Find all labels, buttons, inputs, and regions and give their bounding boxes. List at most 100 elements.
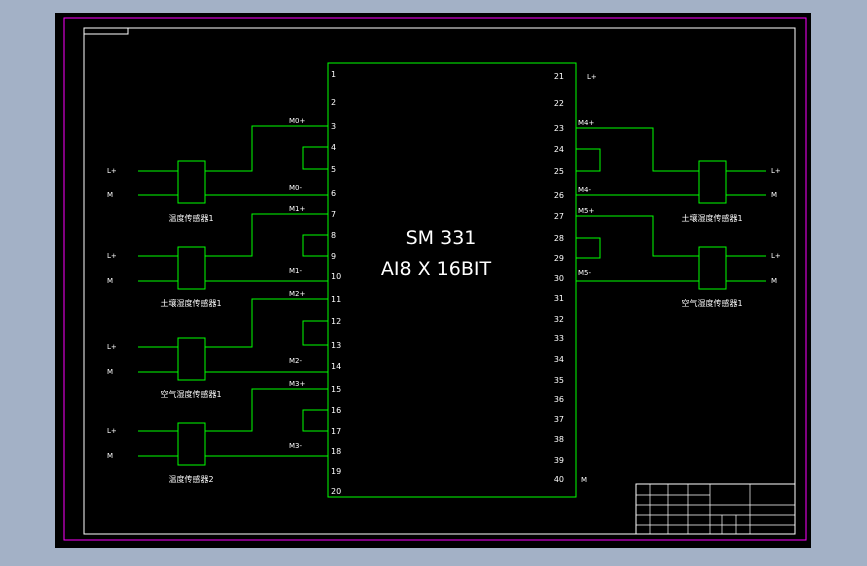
- right-pin-number: 32: [554, 315, 564, 324]
- sensor-box: [177, 160, 206, 204]
- sensor-power-minus-label: M: [107, 368, 113, 376]
- sensor-power-minus-label: M: [107, 191, 113, 199]
- right-pin-number: 31: [554, 294, 564, 303]
- right-pin-number: 24: [554, 145, 564, 154]
- left-pin-number: 16: [331, 406, 341, 415]
- left-pin-number: 6: [331, 189, 336, 198]
- drawing-frame: [83, 27, 796, 535]
- sensor-power-plus-label: L+: [771, 252, 781, 260]
- right-pin-number: 35: [554, 376, 564, 385]
- right-pin-number: 25: [554, 167, 564, 176]
- module-title-line1: SM 331: [406, 227, 477, 249]
- sensor-signal-wire: [205, 388, 328, 432]
- sensor-layer: L+M温度传感器1L+M土壤湿度传感器1L+M空气湿度传感器1L+M温度传感器2…: [107, 160, 781, 484]
- jumper-wire: [576, 237, 601, 259]
- left-pin-number: 17: [331, 427, 341, 436]
- title-block: [635, 483, 796, 535]
- right-pin-number: 36: [554, 395, 564, 404]
- sensor-box: [177, 422, 206, 466]
- left-pin-number: 9: [331, 252, 336, 261]
- jumper-wire: [302, 320, 328, 346]
- right-pin-number: 33: [554, 334, 564, 343]
- sensor-signal-wire: [576, 215, 699, 257]
- right-pin-signal-label: M4-: [578, 186, 591, 194]
- right-pin-signal-label: M5-: [578, 269, 591, 277]
- right-pin-number: 37: [554, 415, 564, 424]
- left-pin-number: 14: [331, 362, 341, 371]
- right-pin-number: 26: [554, 191, 564, 200]
- sensor-signal-wire: [205, 125, 328, 172]
- sensor-box: [177, 246, 206, 290]
- jumper-wire: [302, 146, 328, 170]
- sensor-power-minus-label: M: [107, 452, 113, 460]
- sensor-name-label: 空气湿度传感器1: [681, 298, 742, 308]
- sensor-power-plus-label: L+: [771, 167, 781, 175]
- sensor-box: [698, 246, 727, 290]
- left-pin-number: 2: [331, 98, 336, 107]
- jumper-wire: [302, 409, 328, 432]
- left-pin-number: 13: [331, 341, 341, 350]
- right-pin-signal-label: L+: [587, 73, 597, 81]
- sensor-signal-wire: [205, 213, 328, 257]
- pin-labels-layer: 123M0+456M0-7M1+8910M1-11M2+121314M2-15M…: [289, 70, 597, 496]
- left-pin-signal-label: M1+: [289, 205, 305, 213]
- sensor-power-minus-label: M: [771, 191, 777, 199]
- left-pin-number: 20: [331, 487, 341, 496]
- jumper-wire: [576, 148, 601, 172]
- sensor-power-minus-label: M: [107, 277, 113, 285]
- left-pin-number: 3: [331, 122, 336, 131]
- jumper-wire: [302, 234, 328, 257]
- right-pin-signal-label: M5+: [578, 207, 594, 215]
- sensor-signal-wire: [576, 127, 699, 172]
- right-pin-number: 39: [554, 456, 564, 465]
- right-pin-number: 21: [554, 72, 564, 81]
- sensor-power-plus-label: L+: [107, 167, 117, 175]
- sensor-signal-wire: [205, 298, 328, 348]
- left-pin-number: 8: [331, 231, 336, 240]
- right-pin-number: 28: [554, 234, 564, 243]
- wiring-layer: [138, 125, 766, 457]
- left-pin-number: 10: [331, 272, 341, 281]
- left-pin-number: 12: [331, 317, 341, 326]
- magenta-border: [63, 17, 807, 541]
- left-pin-number: 4: [331, 143, 336, 152]
- sensor-power-plus-label: L+: [107, 427, 117, 435]
- right-pin-number: 23: [554, 124, 564, 133]
- sensor-name-label: 温度传感器1: [168, 213, 213, 223]
- sm331-module-box: [327, 62, 577, 498]
- left-pin-number: 1: [331, 70, 336, 79]
- sensor-box: [177, 337, 206, 381]
- left-pin-number: 11: [331, 295, 341, 304]
- frame-corner-tab: [83, 27, 129, 35]
- sensor-name-label: 空气湿度传感器1: [160, 389, 221, 399]
- right-pin-number: 40: [554, 475, 564, 484]
- right-pin-number: 30: [554, 274, 564, 283]
- sensor-name-label: 土壤湿度传感器1: [681, 213, 742, 223]
- left-pin-number: 7: [331, 210, 336, 219]
- sensor-name-label: 温度传感器2: [168, 474, 213, 484]
- left-pin-number: 15: [331, 385, 341, 394]
- sensor-power-plus-label: L+: [107, 343, 117, 351]
- left-pin-signal-label: M2-: [289, 357, 302, 365]
- left-pin-signal-label: M1-: [289, 267, 302, 275]
- right-pin-number: 38: [554, 435, 564, 444]
- left-pin-signal-label: M3+: [289, 380, 305, 388]
- module-title-line2: AI8 X 16BIT: [381, 258, 492, 280]
- sensor-box: [698, 160, 727, 204]
- right-pin-signal-label: M: [581, 476, 587, 484]
- sensor-name-label: 土壤湿度传感器1: [160, 298, 221, 308]
- sensor-power-minus-label: M: [771, 277, 777, 285]
- right-pin-signal-label: M4+: [578, 119, 594, 127]
- left-pin-number: 18: [331, 447, 341, 456]
- right-pin-number: 34: [554, 355, 564, 364]
- left-pin-signal-label: M0+: [289, 117, 305, 125]
- right-pin-number: 22: [554, 99, 564, 108]
- left-pin-signal-label: M0-: [289, 184, 302, 192]
- left-pin-signal-label: M2+: [289, 290, 305, 298]
- sensor-power-plus-label: L+: [107, 252, 117, 260]
- left-pin-number: 5: [331, 165, 336, 174]
- left-pin-signal-label: M3-: [289, 442, 302, 450]
- right-pin-number: 29: [554, 254, 564, 263]
